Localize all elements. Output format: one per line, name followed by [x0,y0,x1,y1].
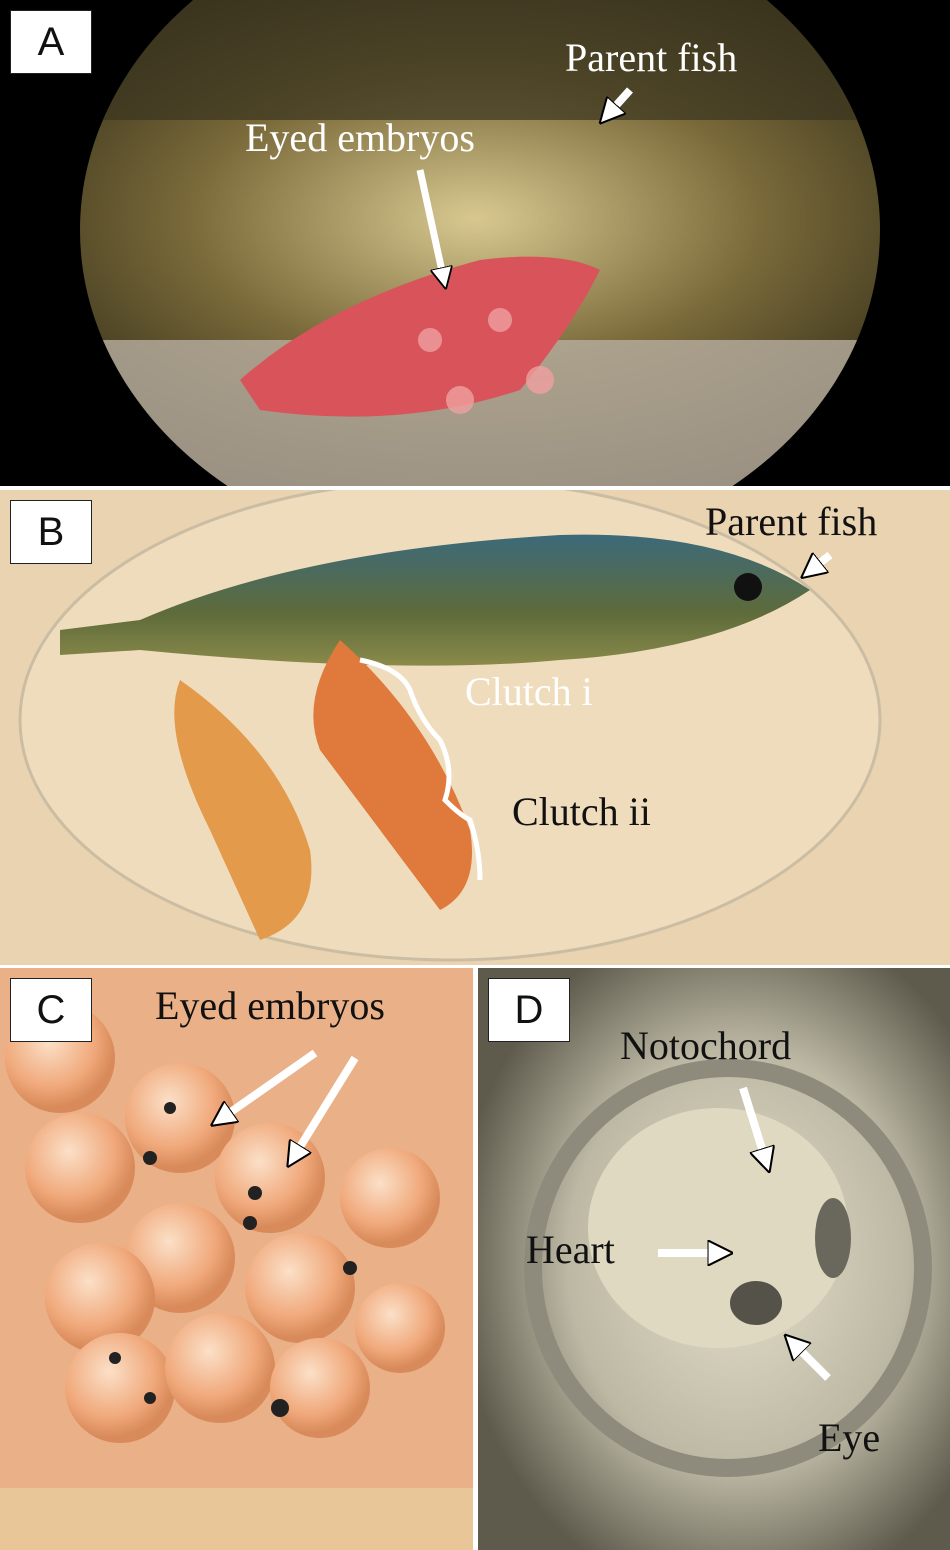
panel-b: B Parent fish Clutch i Clutch ii [0,490,950,965]
panel-c-letter: C [10,978,92,1042]
label-notochord: Notochord [620,1023,792,1068]
label-heart: Heart [526,1227,615,1272]
label-eyed-embryos: Eyed embryos [155,983,385,1028]
panel-c-photo [0,968,473,1550]
label-clutch-ii: Clutch ii [512,789,651,834]
panel-d: D Notochord Heart Eye [478,968,950,1550]
label-eye: Eye [818,1415,881,1460]
panel-d-photo [478,968,950,1550]
panel-c: C Eyed embryos [0,968,473,1550]
panel-b-photo [18,490,882,962]
label-clutch-i: Clutch i [465,669,593,714]
label-parent-fish: Parent fish [565,35,738,80]
panel-b-letter: B [10,500,92,564]
label-parent-fish: Parent fish [705,499,878,544]
label-eyed-embryos: Eyed embryos [245,115,475,160]
panel-a-photo [80,0,880,486]
panel-a: A Parent fish Eyed embryos [0,0,950,486]
panel-d-letter: D [488,978,570,1042]
panel-a-letter: A [10,10,92,74]
